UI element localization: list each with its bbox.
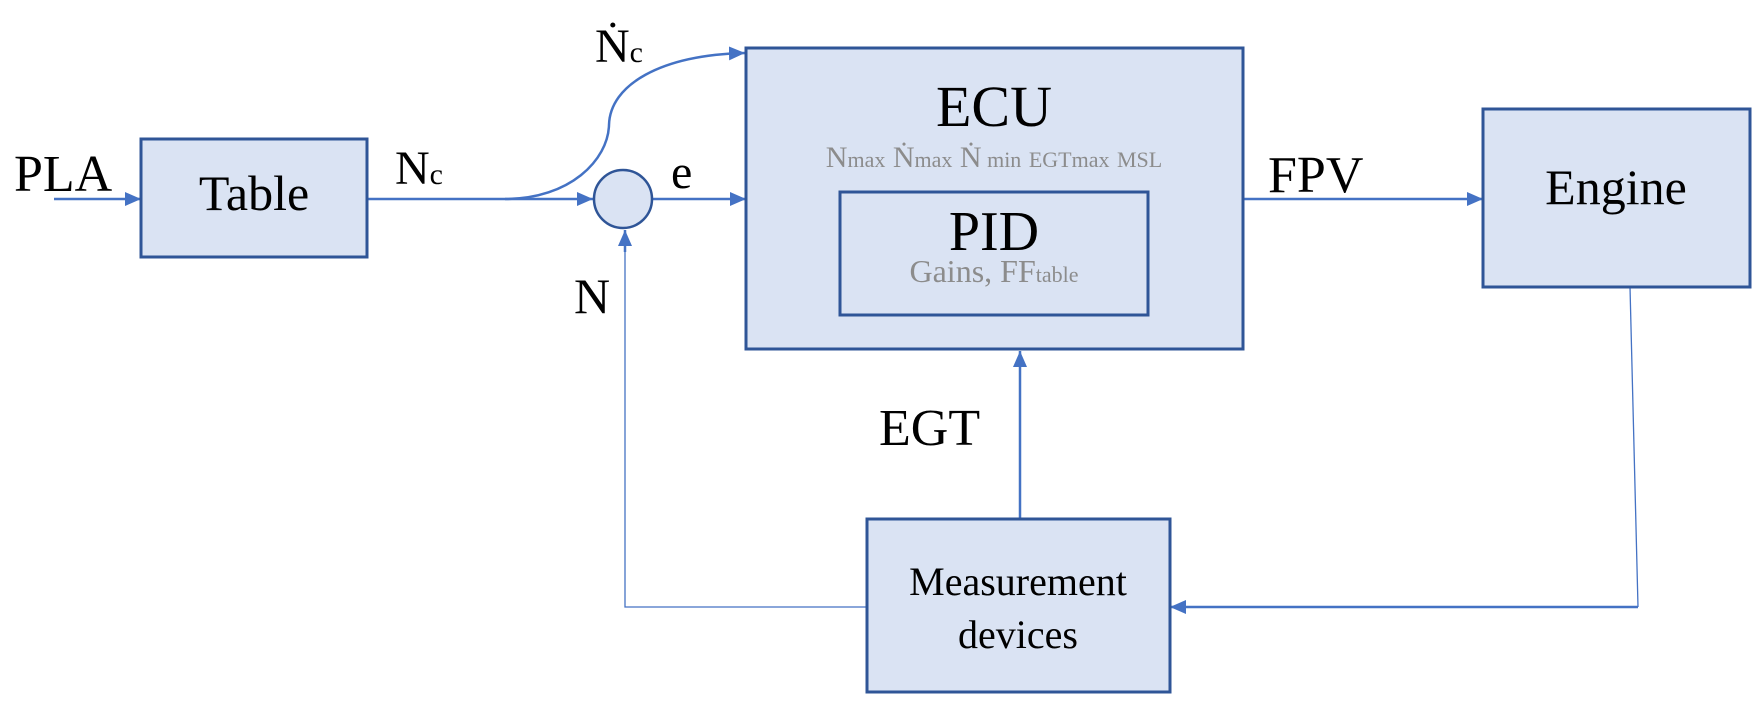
ecu-label: ECU [936,74,1052,139]
pid-block [838,190,1150,317]
engine-label: Engine [1545,159,1687,215]
error-label: e [671,146,692,199]
summing-junction [592,168,654,230]
pid-params: Gains, FFtable [909,253,1078,289]
egt-label: EGT [879,400,980,457]
measurement-label-line2: devices [958,612,1078,657]
fpv-label: FPV [1268,147,1363,204]
pla-label: PLA [14,146,113,203]
ncdot-label: Ṅc [595,20,643,73]
table-block [139,137,369,259]
table-label: Table [199,165,309,221]
feedback-n-label: N [574,268,610,324]
ecu-params: Nmax Ṅmax Ṅ min EGTmax MSL [826,141,1162,174]
measurement-label-line1: Measurement [909,559,1127,604]
measurement-block [865,517,1172,694]
engine-block [1481,107,1752,289]
feedback-wire [624,250,867,608]
engine-output-wire [1629,286,1639,608]
nc-label: Nc [395,142,443,195]
pid-label: PID [949,201,1039,263]
ncdot-curve-arrow [504,46,746,201]
